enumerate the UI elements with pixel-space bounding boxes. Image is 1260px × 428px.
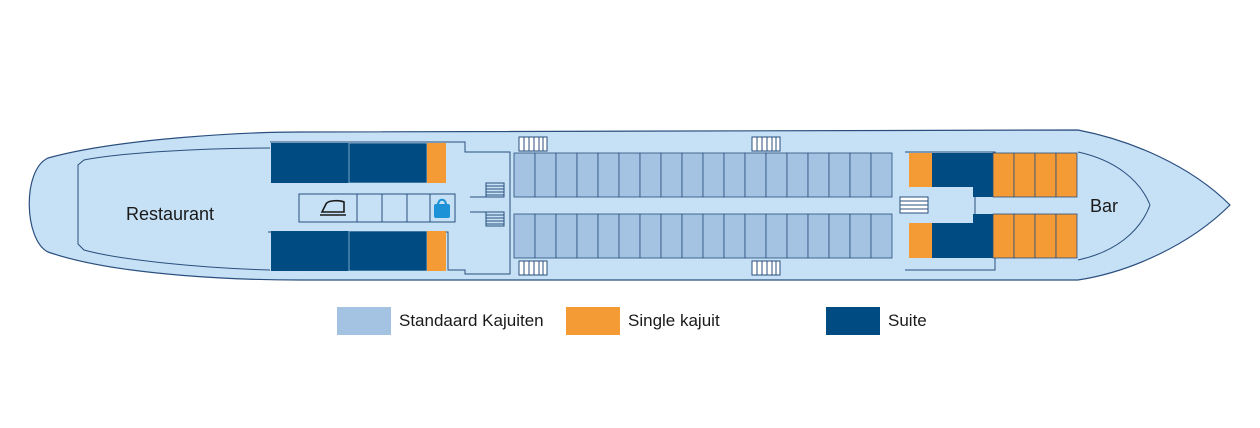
stairs-bottom — [518, 260, 781, 276]
standard-cabin[interactable] — [618, 152, 641, 198]
service-rooms — [298, 193, 456, 223]
single-cabin[interactable] — [992, 152, 1015, 198]
standard-cabin[interactable] — [534, 152, 557, 198]
single-cabin[interactable] — [1034, 152, 1057, 198]
standard-cabin[interactable] — [555, 152, 578, 198]
single-cabins-bow-bottom — [992, 213, 1078, 259]
suite-cabin[interactable] — [932, 153, 993, 197]
suite-cabin[interactable] — [271, 143, 349, 183]
standard-cabin[interactable] — [849, 152, 872, 198]
standard-cabin[interactable] — [576, 152, 599, 198]
standard-cabin[interactable] — [849, 213, 872, 259]
legend-suite: Suite — [826, 305, 927, 337]
standard-cabin[interactable] — [828, 213, 851, 259]
single-cabin[interactable] — [992, 213, 1015, 259]
standard-cabin[interactable] — [597, 213, 620, 259]
legend-swatch-single — [566, 307, 620, 335]
standard-cabin[interactable] — [681, 152, 704, 198]
standard-cabin[interactable] — [513, 213, 536, 259]
stairs-aft — [899, 196, 929, 214]
standard-cabin[interactable] — [639, 213, 662, 259]
standard-cabin[interactable] — [786, 152, 809, 198]
legend-single: Single kajuit — [566, 305, 720, 337]
left-corridor-outline — [268, 141, 511, 275]
standard-cabin[interactable] — [555, 213, 578, 259]
standard-cabin[interactable] — [723, 152, 746, 198]
single-cabin[interactable] — [909, 223, 932, 258]
suite-cabin[interactable] — [932, 214, 993, 258]
standard-cabin[interactable] — [765, 152, 788, 198]
suite-cabin[interactable] — [348, 142, 428, 184]
stairs-top — [518, 136, 781, 152]
standard-cabin[interactable] — [828, 152, 851, 198]
standard-cabin[interactable] — [744, 152, 767, 198]
standard-cabin[interactable] — [660, 152, 683, 198]
standard-cabin[interactable] — [702, 152, 725, 198]
single-cabins-bow-top — [992, 152, 1078, 198]
standard-cabin[interactable] — [807, 152, 830, 198]
iron-icon — [320, 199, 346, 216]
standard-cabin[interactable] — [597, 152, 620, 198]
standard-cabin[interactable] — [702, 213, 725, 259]
bar-area[interactable] — [1077, 151, 1151, 261]
standard-cabin[interactable] — [744, 213, 767, 259]
standard-cabin[interactable] — [618, 213, 641, 259]
stairs-center-left — [470, 182, 505, 227]
single-cabin[interactable] — [1055, 152, 1078, 198]
standard-cabin[interactable] — [807, 213, 830, 259]
standard-cabin[interactable] — [660, 213, 683, 259]
bar-label: Bar — [1090, 196, 1118, 216]
restaurant-label: Restaurant — [126, 204, 214, 224]
suite-cabin[interactable] — [271, 231, 349, 271]
legend: Standaard Kajuiten Single kajuit Suite — [0, 305, 1260, 337]
standard-cabin[interactable] — [576, 213, 599, 259]
legend-standard: Standaard Kajuiten — [337, 305, 544, 337]
single-cabin[interactable] — [1034, 213, 1057, 259]
standard-cabin[interactable] — [639, 152, 662, 198]
standard-cabin[interactable] — [786, 213, 809, 259]
single-cabin[interactable] — [1013, 213, 1036, 259]
legend-label-suite: Suite — [888, 311, 927, 330]
standard-cabin[interactable] — [534, 213, 557, 259]
standard-cabin[interactable] — [765, 213, 788, 259]
single-cabin[interactable] — [427, 143, 446, 183]
restaurant-area[interactable] — [77, 147, 271, 271]
single-cabin[interactable] — [1055, 213, 1078, 259]
deck-plan: Restaurant — [28, 129, 1231, 281]
standard-cabins-top-row — [513, 152, 893, 198]
legend-swatch-suite — [826, 307, 880, 335]
single-cabin[interactable] — [1013, 152, 1036, 198]
standard-cabin[interactable] — [513, 152, 536, 198]
legend-label-single: Single kajuit — [628, 311, 720, 330]
single-cabin[interactable] — [909, 153, 932, 187]
standard-cabin[interactable] — [723, 213, 746, 259]
legend-label-standard: Standaard Kajuiten — [399, 311, 544, 330]
shopping-bag-icon — [434, 198, 450, 218]
suite-cabin[interactable] — [348, 230, 428, 272]
legend-swatch-standard — [337, 307, 391, 335]
single-cabin[interactable] — [427, 231, 446, 271]
standard-cabin[interactable] — [681, 213, 704, 259]
standard-cabins-bottom-row — [513, 213, 893, 259]
standard-cabin[interactable] — [870, 213, 893, 259]
standard-cabin[interactable] — [870, 152, 893, 198]
